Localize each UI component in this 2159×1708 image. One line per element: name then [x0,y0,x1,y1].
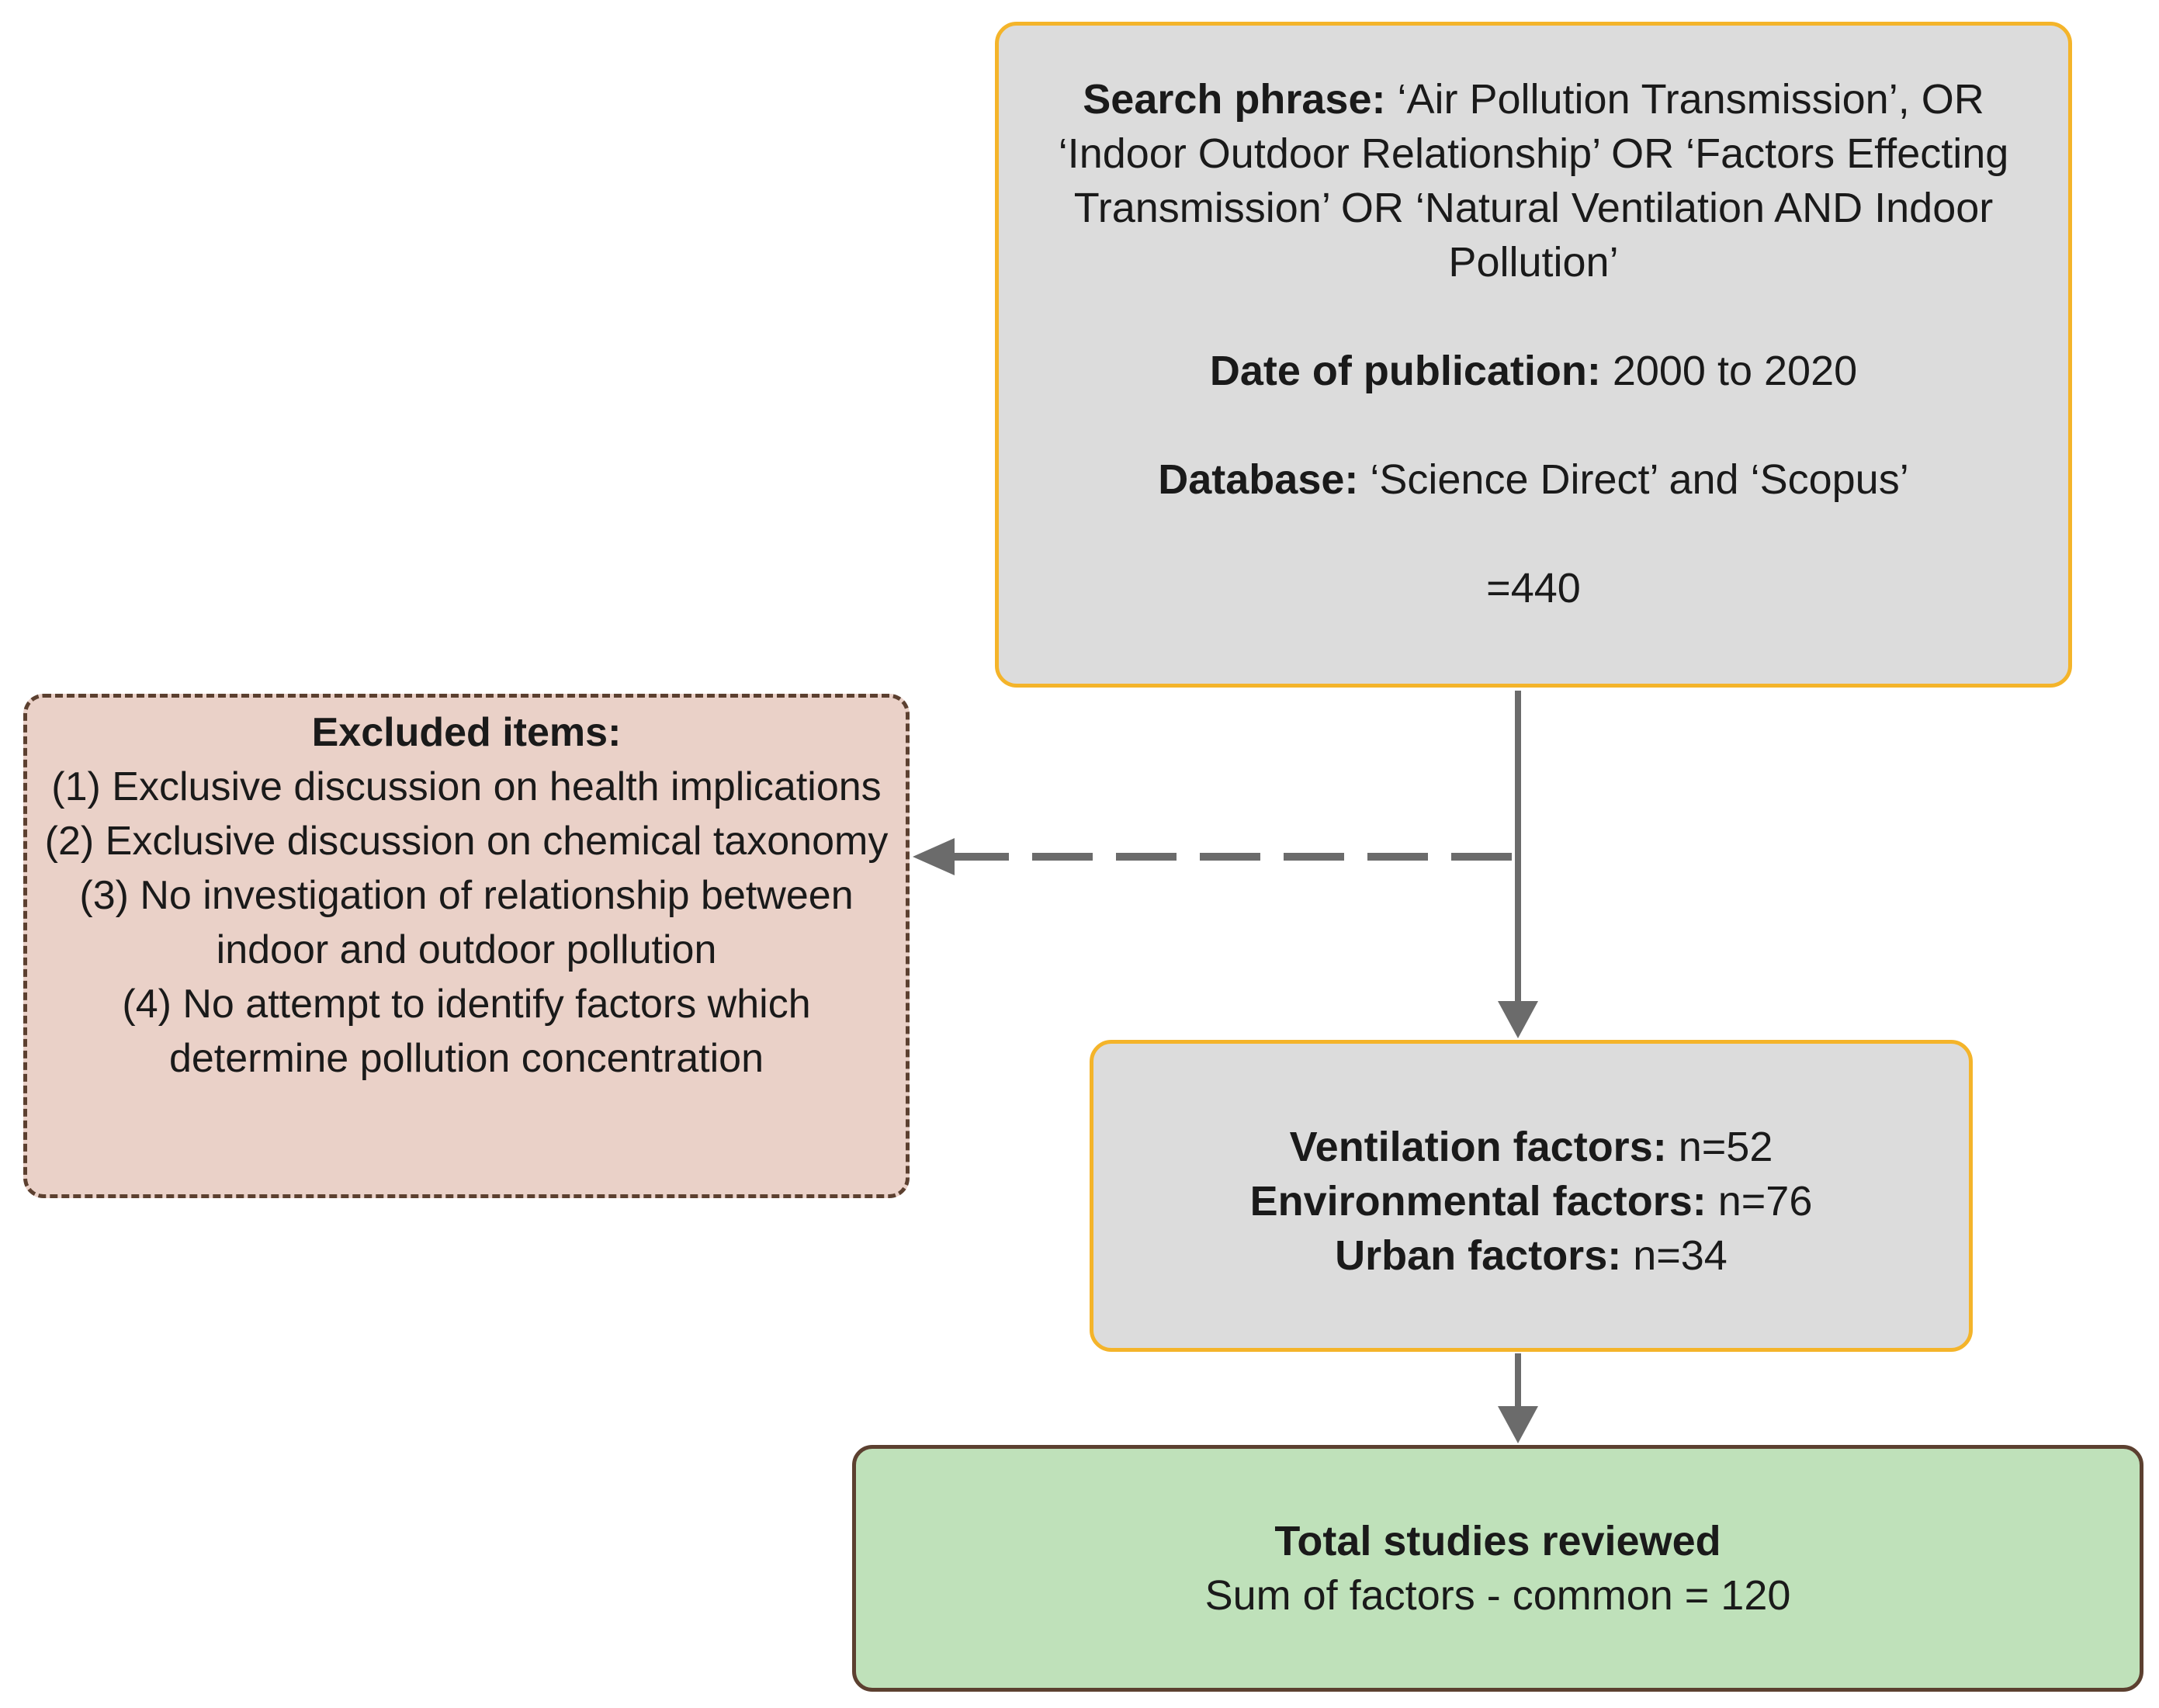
search-phrase-label: Search phrase: [1083,76,1386,123]
environmental-factors-label: Environmental factors: [1249,1178,1707,1225]
database: Database: ‘Science Direct’ and ‘Scopus’ [1158,452,1908,507]
excluded-item-2: (2) Exclusive discussion on chemical tax… [44,819,889,864]
ventilation-factors-value: n=52 [1666,1124,1773,1170]
urban-factors-value: n=34 [1621,1232,1728,1279]
search-count: =440 [1486,565,1581,611]
publication-date-label: Date of publication: [1209,348,1601,394]
excluded-items-box: Excluded items: (1) Exclusive discussion… [23,694,910,1198]
arrowhead-to-excluded [913,838,955,875]
ventilation-factors-label: Ventilation factors: [1289,1124,1667,1170]
publication-date: Date of publication: 2000 to 2020 [1210,344,1857,398]
total-title: Total studies reviewed [1274,1514,1721,1568]
database-value: ‘Science Direct’ and ‘Scopus’ [1358,456,1909,503]
search-phrase: Search phrase: ‘Air Pollution Transmissi… [1029,72,2038,289]
arrowhead-search-to-factors [1498,1001,1538,1038]
environmental-factors: Environmental factors: n=76 [1250,1174,1813,1228]
urban-factors-label: Urban factors: [1335,1232,1622,1279]
excluded-item-4: (4) No attempt to identify factors which… [122,982,811,1081]
environmental-factors-value: n=76 [1706,1178,1813,1225]
ventilation-factors: Ventilation factors: n=52 [1290,1120,1773,1174]
total-title-text: Total studies reviewed [1274,1518,1721,1564]
total-studies-box: Total studies reviewed Sum of factors - … [852,1445,2143,1692]
search-criteria-box: Search phrase: ‘Air Pollution Transmissi… [995,22,2072,688]
excluded-item-3: (3) No investigation of relationship bet… [79,873,854,972]
excluded-title: Excluded items: [311,710,622,755]
excluded-item-1: (1) Exclusive discussion on health impli… [51,764,882,809]
search-phrase-value: ‘Air Pollution Transmission’, OR ‘Indoor… [1058,76,2009,286]
database-label: Database: [1158,456,1359,503]
factors-box: Ventilation factors: n=52 Environmental … [1090,1040,1973,1352]
total-formula: Sum of factors - common = 120 [1204,1572,1791,1619]
urban-factors: Urban factors: n=34 [1335,1228,1728,1283]
publication-date-value: 2000 to 2020 [1600,348,1858,394]
arrowhead-factors-to-total [1498,1406,1538,1443]
